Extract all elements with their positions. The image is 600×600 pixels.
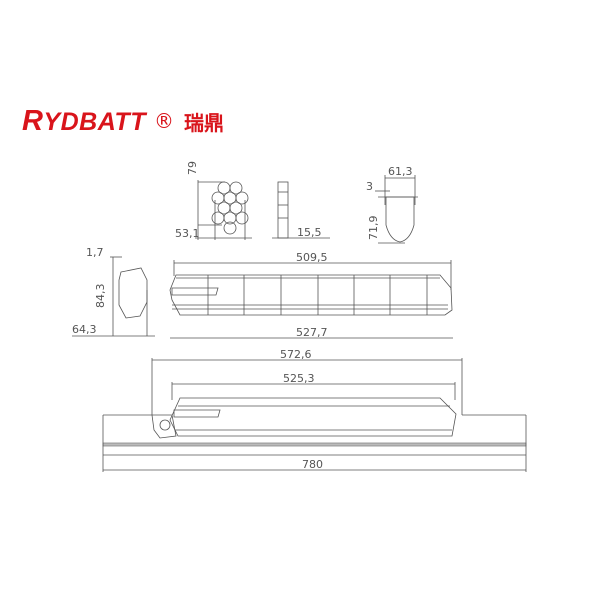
brand-name: RYDBATT [22, 104, 146, 137]
cross-section-right-width-label: 61,3 [388, 165, 413, 178]
cross-section-right-offset-label: 3 [366, 180, 373, 193]
cell-pack-height-label: 79 [186, 161, 199, 175]
brand-logo: RYDBATT ® 瑞鼎 [22, 104, 224, 138]
cross-section-left-offset-label: 1,7 [86, 246, 104, 259]
side-pack-thickness-label: 15,5 [297, 226, 322, 239]
cross-section-right-height-label: 71,9 [367, 216, 380, 241]
side-pack-view: 15,5 [272, 181, 330, 239]
cross-section-left: 1,7 84,3 64,3 [72, 246, 155, 337]
battery-side-view: 509,5 527,7 [169, 251, 453, 339]
brand-chinese-name: 瑞鼎 [183, 110, 224, 135]
battery-length-label: 525,3 [283, 372, 315, 385]
registered-mark: ® [153, 109, 174, 133]
cross-section-right: 61,3 3 71,9 [366, 165, 418, 244]
cell-pack-view: 79 53,1 [175, 161, 252, 240]
mount-length-label: 572,6 [280, 348, 312, 361]
battery-outer-length-label: 527,7 [296, 326, 328, 339]
cross-section-left-width-label: 64,3 [72, 323, 97, 336]
cross-section-left-height-label: 84,3 [94, 284, 107, 309]
battery-inner-length-label: 509,5 [296, 251, 328, 264]
cell-pack-width-label: 53,1 [175, 227, 200, 240]
tube-length-label: 780 [302, 458, 323, 471]
mounted-view: 572,6 525,3 780 [102, 348, 527, 472]
